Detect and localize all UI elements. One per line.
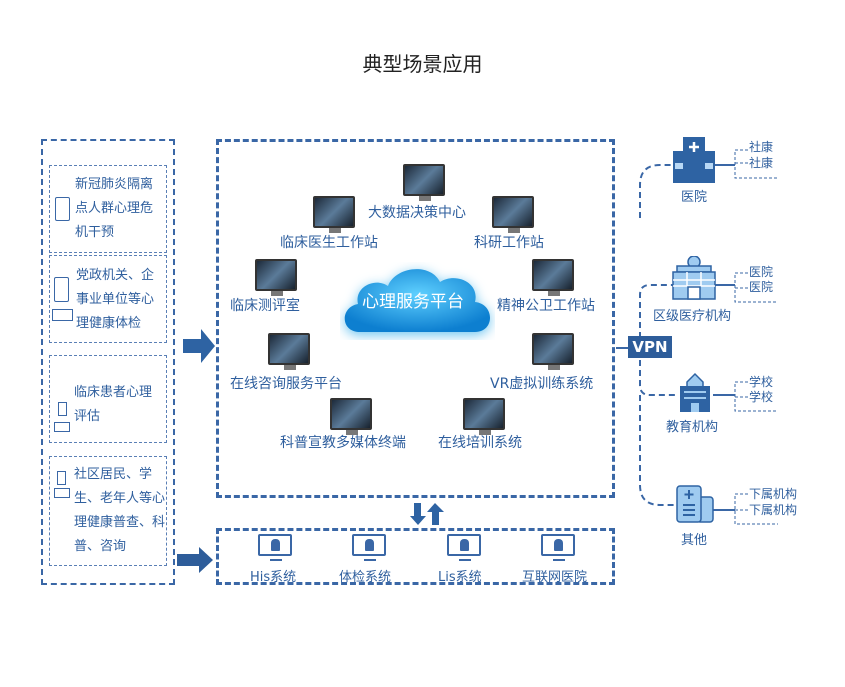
org-label: 教育机构 [666, 420, 719, 435]
node-label: 临床医生工作站 [280, 235, 378, 251]
page-title: 典型场景应用 [362, 52, 483, 76]
monitor-image [403, 164, 445, 201]
arrow-right-icon [177, 547, 213, 573]
monitor-image [330, 398, 372, 435]
scenario-text: 新冠肺炎隔离点人群心理危机干预 [75, 177, 154, 240]
node-label: 科研工作站 [474, 235, 544, 251]
node-label: 科普宣教多媒体终端 [280, 435, 406, 451]
hospital-icon [673, 137, 715, 183]
monitor-image [532, 259, 574, 296]
school-icon [680, 372, 710, 412]
clinic-icon [672, 256, 716, 300]
scenario-text: 社区居民、学生、老年人等心理健康普查、科普、咨询 [74, 467, 166, 554]
platform-box [216, 139, 615, 498]
sub-org-label: 社康 [749, 156, 774, 170]
sub-org-label: 医院 [749, 280, 774, 294]
node-label: 大数据决策中心 [368, 205, 466, 221]
systems-box [216, 528, 615, 585]
scenario-card [49, 165, 167, 253]
node-label: 在线培训系统 [438, 435, 522, 451]
sub-org-label: 社康 [749, 140, 774, 154]
cloud-icon [344, 269, 490, 332]
arrow-right-icon [183, 329, 215, 363]
checkup-monitor-icon [352, 534, 386, 561]
sub-org-label: 下属机构 [749, 487, 798, 501]
phone-icon [58, 402, 67, 416]
phone-icon [54, 277, 69, 302]
monitor-image [492, 196, 534, 233]
system-label: 体检系统 [339, 570, 392, 585]
sub-org-label: 学校 [749, 375, 774, 389]
system-label: His系统 [250, 570, 297, 585]
sub-org-label: 下属机构 [749, 503, 798, 517]
monitor-image [463, 398, 505, 435]
monitor-icon [54, 488, 70, 498]
scenario-card [49, 355, 167, 443]
sub-org-label: 医院 [749, 265, 774, 279]
left-panel [41, 139, 175, 585]
monitor-image [255, 259, 297, 296]
system-label: 互联网医院 [522, 570, 588, 585]
vpn-badge: VPN [628, 336, 672, 358]
scenario-card [49, 255, 167, 343]
building-icon [676, 485, 714, 523]
doctor-monitor-icon [258, 534, 292, 561]
scenario-card [49, 456, 167, 566]
monitor-image [313, 196, 355, 233]
org-label: 区级医疗机构 [653, 309, 732, 324]
network-lines [616, 149, 778, 525]
cloud-label: 心理服务平台 [362, 292, 464, 312]
monitor-icon [54, 422, 70, 432]
phone-icon [57, 471, 66, 485]
monitor-image [532, 333, 574, 370]
phone-icon [55, 197, 70, 221]
nurse-monitor-icon [541, 534, 575, 561]
sub-org-label: 学校 [749, 390, 774, 404]
monitor-icon [52, 309, 73, 321]
lab-monitor-icon [447, 534, 481, 561]
system-label: Lis系统 [438, 570, 482, 585]
scenario-text: 临床患者心理评估 [74, 385, 153, 424]
monitor-image [268, 333, 310, 370]
node-label: 精神公卫工作站 [497, 298, 595, 314]
arrow-down-up-icon [410, 503, 444, 525]
node-label: 在线咨询服务平台 [230, 376, 342, 392]
org-label: 医院 [681, 190, 708, 205]
scenario-text: 党政机关、企事业单位等心理健康体检 [76, 268, 155, 331]
org-label: 其他 [681, 533, 708, 548]
node-label: 临床测评室 [230, 298, 300, 314]
node-label: VR虚拟训练系统 [490, 376, 594, 392]
